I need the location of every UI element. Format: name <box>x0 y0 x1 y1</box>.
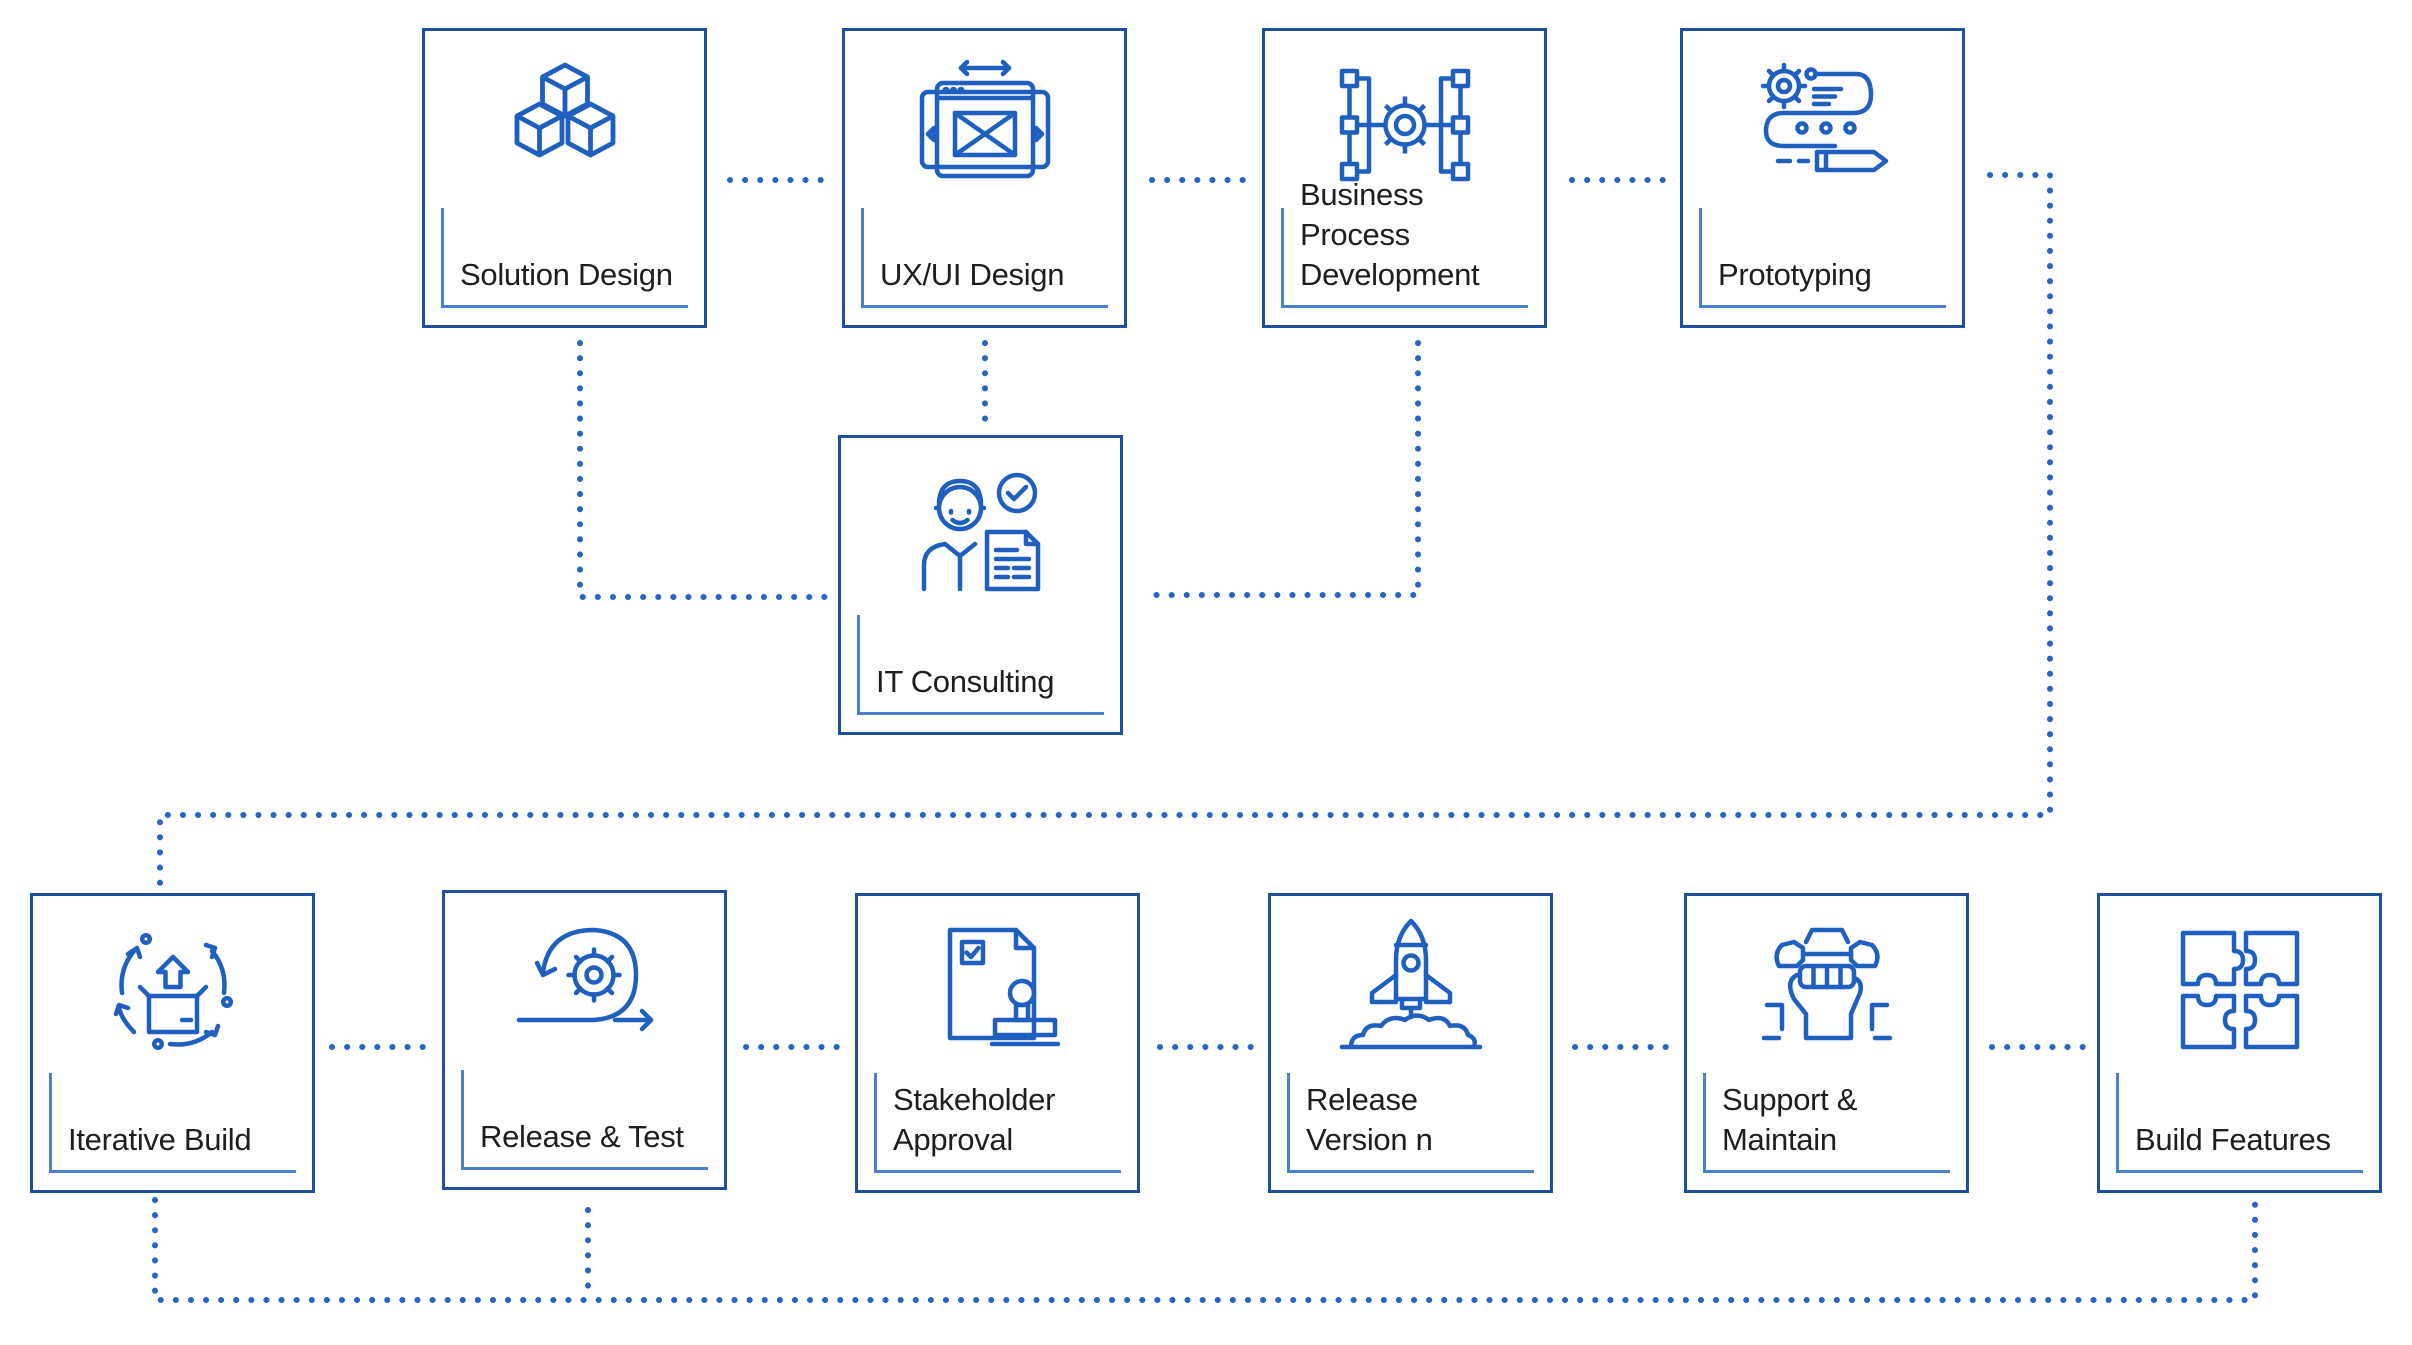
gear-network-icon <box>1339 68 1470 182</box>
step-card-iterative-build: Iterative Build <box>30 893 315 1193</box>
step-card-it-consulting: IT Consulting <box>838 435 1123 735</box>
step-card-release-test: Release & Test <box>442 890 727 1190</box>
step-card-stakeholder-approval: Stakeholder Approval <box>855 893 1140 1193</box>
step-label: Build Features <box>2135 1122 2331 1157</box>
cycle-box-icon <box>113 933 233 1050</box>
step-label-box: Support & Maintain <box>1703 1073 1950 1173</box>
step-card-release-version-n: Release Version n <box>1268 893 1553 1193</box>
step-label-box: UX/UI Design <box>861 208 1108 308</box>
puzzle-icon <box>2180 930 2299 1050</box>
rocket-icon <box>1339 918 1482 1050</box>
step-label: Support & Maintain <box>1722 1082 1858 1157</box>
step-card-support-maintain: Support & Maintain <box>1684 893 1969 1193</box>
gear-loop-icon <box>516 927 653 1032</box>
step-label-box: Release Version n <box>1287 1073 1534 1173</box>
step-label-box: Solution Design <box>441 208 688 308</box>
step-label: Release Version n <box>1306 1082 1433 1157</box>
step-label: Stakeholder Approval <box>893 1082 1056 1157</box>
step-card-ux-ui-design: UX/UI Design <box>842 28 1127 328</box>
stamp-document-icon <box>947 927 1060 1047</box>
step-label-box: Prototyping <box>1699 208 1946 308</box>
step-label: IT Consulting <box>876 664 1055 699</box>
step-label: Business Process Development <box>1300 177 1480 292</box>
step-label-box: Build Features <box>2116 1073 2363 1173</box>
step-label: Iterative Build <box>68 1122 252 1157</box>
step-label-box: Stakeholder Approval <box>874 1073 1121 1173</box>
step-label: Release & Test <box>480 1119 684 1154</box>
step-card-build-features: Build Features <box>2097 893 2382 1193</box>
fist-wrench-icon <box>1761 927 1892 1041</box>
step-label: Prototyping <box>1718 257 1872 292</box>
step-label: Solution Design <box>460 257 673 292</box>
wireframe-icon <box>919 59 1050 179</box>
step-label-box: Iterative Build <box>49 1073 296 1173</box>
step-card-solution-design: Solution Design <box>422 28 707 328</box>
consultant-icon <box>921 472 1040 592</box>
step-label-box: IT Consulting <box>857 615 1104 715</box>
step-label: UX/UI Design <box>880 257 1065 292</box>
step-label-box: Business Process Development <box>1281 177 1528 308</box>
step-label-box: Release & Test <box>461 1070 708 1170</box>
step-card-prototyping: Prototyping <box>1680 28 1965 328</box>
cubes-icon <box>514 62 615 158</box>
prototype-icon <box>1760 62 1888 173</box>
step-card-business-process-development: Business Process Development <box>1262 28 1547 328</box>
